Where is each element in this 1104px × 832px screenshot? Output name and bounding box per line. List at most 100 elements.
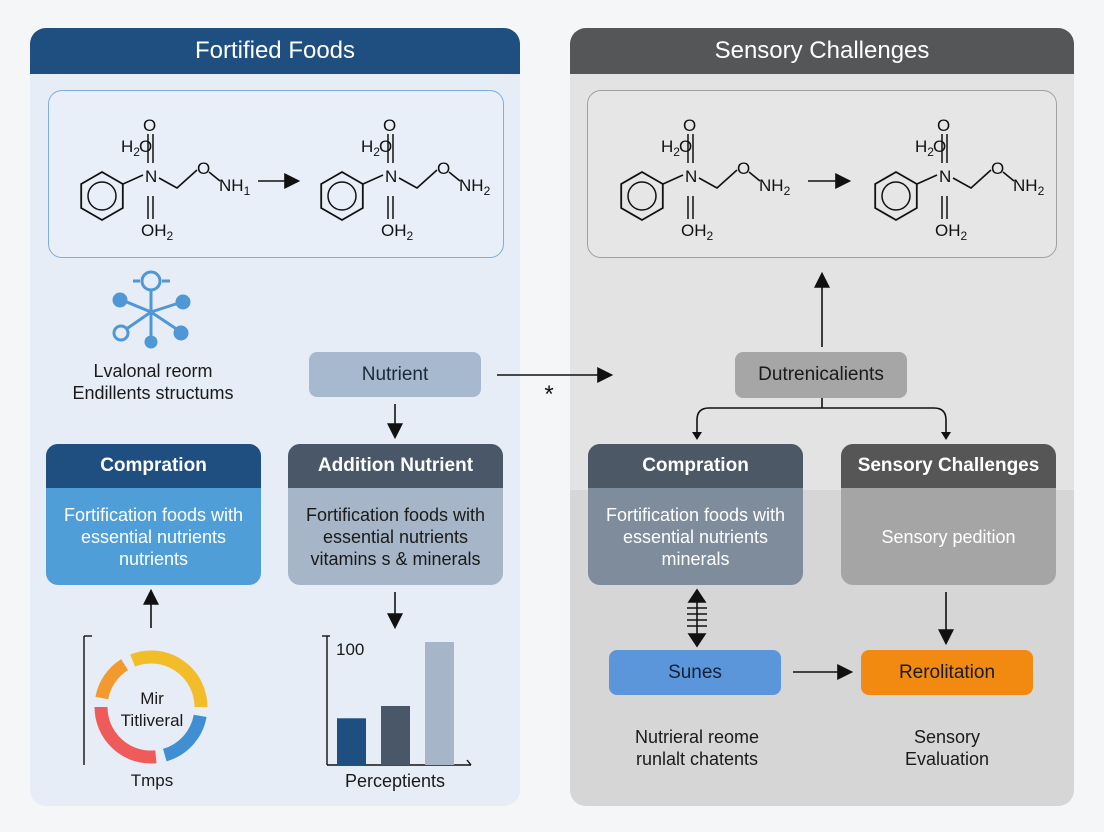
network-caption-line-2: Endillents structums bbox=[72, 383, 234, 403]
card-left-body-line-2: essential nutrients bbox=[80, 526, 227, 547]
atom-oh2: OH2 bbox=[935, 221, 968, 243]
chain-bond bbox=[398, 169, 438, 189]
benzene-ring bbox=[874, 170, 918, 222]
chart-x-axis-tip bbox=[466, 759, 472, 766]
chain-bond bbox=[158, 169, 198, 189]
nutrient-pill: Nutrient bbox=[309, 352, 481, 397]
atom-h2: H2 bbox=[661, 137, 680, 159]
bond-o-nh bbox=[1002, 171, 1015, 182]
card-addition-nutrient-body: Fortification foods with essential nutri… bbox=[288, 488, 503, 585]
benzene-ring bbox=[80, 170, 124, 222]
bidirectional-arrow-icon bbox=[687, 588, 707, 648]
bond-ring-n bbox=[362, 174, 384, 185]
network-caption-line-1: Lvalonal reorm bbox=[93, 361, 213, 381]
card-addition-body-line-3: vitamins s & minerals bbox=[310, 548, 481, 569]
benzene-inner-ring bbox=[627, 181, 657, 211]
atom-n: N bbox=[685, 167, 697, 186]
card-compration-left-body: Fortification foods with essential nutri… bbox=[46, 488, 261, 585]
atom-h2: H2 bbox=[121, 137, 140, 159]
left-molecule-box bbox=[48, 90, 504, 258]
card-sensory-body-line-1: Sensory pedition bbox=[881, 526, 1016, 547]
caption-nutrieral-line-2: runlalt chatents bbox=[635, 749, 759, 769]
card-right-body-line-3: minerals bbox=[661, 548, 730, 569]
caption-sensory-evaluation: Sensory Evaluation bbox=[862, 726, 1032, 770]
atom-oh2: OH2 bbox=[381, 221, 414, 243]
card-sensory-challenges-body: Sensory pedition bbox=[841, 488, 1056, 585]
donut-chart bbox=[94, 650, 208, 764]
atom-top-o: O bbox=[143, 116, 156, 135]
benzene-inner-ring bbox=[881, 181, 911, 211]
card-addition-nutrient: Addition Nutrient Fortification foods wi… bbox=[288, 444, 503, 585]
network-caption: Lvalonal reorm Endillents structums bbox=[48, 360, 258, 404]
atom-o: O bbox=[991, 159, 1004, 178]
card-compration-right-title: Compration bbox=[588, 444, 803, 488]
donut-caption: Tmps bbox=[130, 771, 174, 790]
chart-annotation: 100 bbox=[336, 640, 365, 659]
right-molecule-box bbox=[587, 90, 1057, 258]
caption-nutrieral-line-1: Nutrieral reome bbox=[634, 727, 760, 747]
atom-nh: NH1 bbox=[219, 176, 251, 198]
card-right-body-line-1: Fortification foods with bbox=[605, 504, 786, 525]
atom-nh: NH2 bbox=[1013, 176, 1045, 198]
donut-label-line-1: Mir bbox=[140, 689, 164, 708]
branch-arrowhead-right bbox=[941, 432, 951, 440]
atom-top-o: O bbox=[683, 116, 696, 135]
card-sensory-challenges: Sensory Challenges Sensory pedition bbox=[841, 444, 1056, 585]
donut-label-line-2: Titliveral bbox=[120, 711, 184, 730]
card-compration-left: Compration Fortification foods with esse… bbox=[46, 444, 261, 585]
chart-x-label: Perceptients bbox=[344, 771, 446, 791]
donut-segment-3 bbox=[94, 706, 157, 764]
atom-h2: H2 bbox=[361, 137, 380, 159]
card-left-body-line-1: Fortification foods with bbox=[63, 504, 244, 525]
chain-bond bbox=[698, 169, 738, 189]
atom-o: O bbox=[197, 159, 210, 178]
branch-connector bbox=[696, 398, 947, 436]
atom-h2o-o: O bbox=[139, 137, 152, 156]
left-panel-title: Fortified Foods bbox=[30, 28, 520, 74]
atom-top-o: O bbox=[937, 116, 950, 135]
bond-o-nh bbox=[208, 171, 221, 182]
branch-arrowhead-left bbox=[692, 432, 702, 440]
card-compration-right: Compration Fortification foods with esse… bbox=[588, 444, 803, 585]
atom-n: N bbox=[385, 167, 397, 186]
benzene-inner-ring bbox=[87, 181, 117, 211]
atom-o: O bbox=[437, 159, 450, 178]
card-right-body-line-2: essential nutrients bbox=[622, 526, 769, 547]
atom-o: O bbox=[737, 159, 750, 178]
donut-segment-4 bbox=[95, 659, 129, 700]
bar-chart bbox=[322, 635, 472, 766]
caption-sensory-line-2: Evaluation bbox=[904, 749, 990, 769]
card-addition-body-line-2: essential nutrients bbox=[322, 526, 469, 547]
connector-star: * bbox=[544, 381, 553, 408]
atom-n: N bbox=[939, 167, 951, 186]
bar-3 bbox=[425, 642, 454, 765]
bond-ring-n bbox=[122, 174, 144, 185]
bond-ring-n bbox=[916, 174, 938, 185]
card-compration-right-body: Fortification foods with essential nutri… bbox=[588, 488, 803, 585]
sunes-box: Sunes bbox=[609, 650, 781, 695]
atom-top-o: O bbox=[383, 116, 396, 135]
right-panel-title: Sensory Challenges bbox=[570, 28, 1074, 74]
donut-center-label: Mir Titliveral bbox=[100, 688, 204, 732]
atom-n: N bbox=[145, 167, 157, 186]
card-sensory-challenges-title: Sensory Challenges bbox=[841, 444, 1056, 488]
rerolitation-box: Rerolitation bbox=[861, 650, 1033, 695]
card-addition-body-line-1: Fortification foods with bbox=[305, 504, 486, 525]
atom-nh: NH2 bbox=[759, 176, 791, 198]
bar-2 bbox=[381, 706, 410, 765]
donut-segment-2 bbox=[162, 714, 207, 762]
benzene-ring bbox=[320, 170, 364, 222]
card-left-body-line-3: nutrients bbox=[118, 548, 189, 569]
network-icon bbox=[112, 270, 191, 349]
atom-oh2: OH2 bbox=[681, 221, 714, 243]
dutrenicalients-pill: Dutrenicalients bbox=[735, 352, 907, 398]
atom-h2o-o: O bbox=[933, 137, 946, 156]
caption-nutrieral: Nutrieral reome runlalt chatents bbox=[608, 726, 786, 770]
atom-h2: H2 bbox=[915, 137, 934, 159]
benzene-inner-ring bbox=[327, 181, 357, 211]
